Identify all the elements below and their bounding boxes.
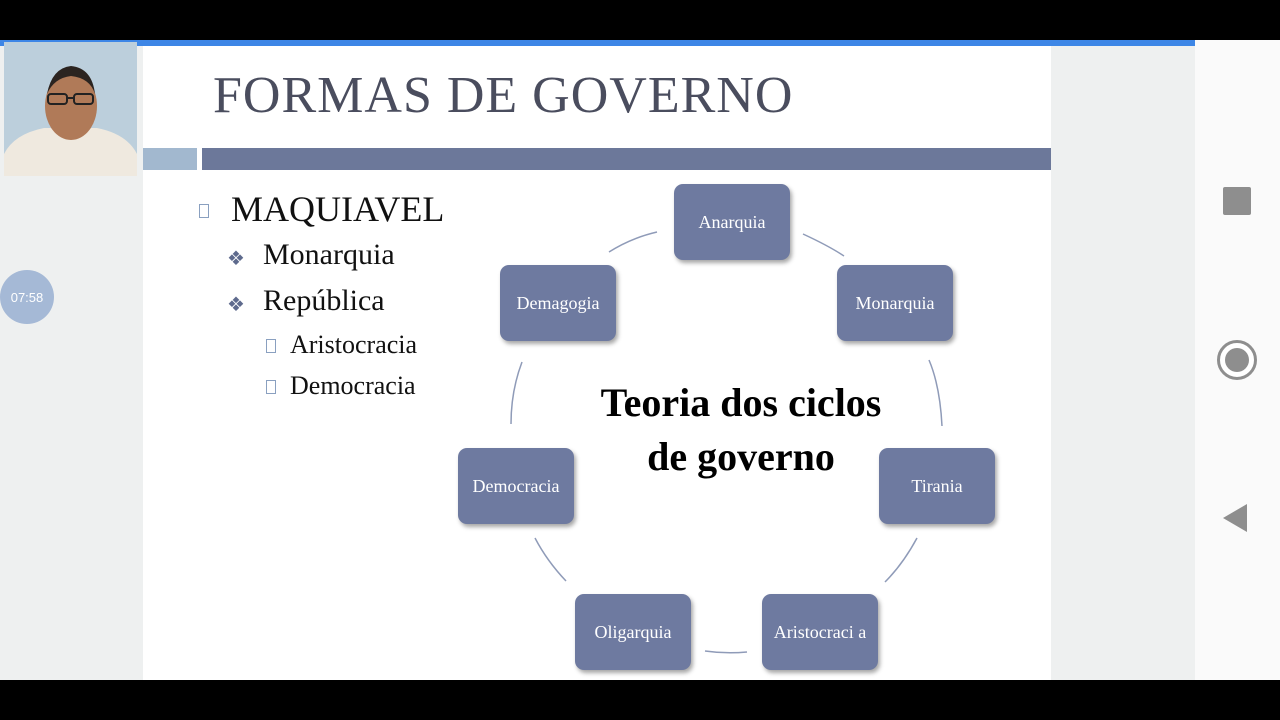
bullet-square-icon [266,380,276,399]
bullet-square-icon [266,339,276,358]
bullet-square-icon [199,204,209,223]
top-accent-line [0,40,1195,46]
back-triangle-icon[interactable] [1223,504,1247,532]
title-underline-bar [202,148,1051,170]
square-stop-icon[interactable] [1223,187,1251,215]
title-underline-small [143,148,197,170]
bottom-black-bar [0,680,1280,720]
diagram-center-title: Teoria dos ciclos de governo [571,376,911,484]
bullet-aristocracia: Aristocracia [290,330,418,359]
node-democracia: Democracia [458,448,574,524]
center-title-line1: Teoria dos ciclos [600,380,882,425]
connector-oligarquia-democracia [534,537,567,582]
node-monarquia: Monarquia [837,265,953,341]
node-anarquia: Anarquia [674,184,790,260]
connector-aristocracia-oligarquia [704,650,748,654]
record-circle-icon[interactable] [1217,340,1257,380]
node-tirania: Tirania [879,448,995,524]
diamond-bullet-icon: ❖ [227,294,245,316]
top-black-bar [0,0,1280,40]
connector-demagogia-anarquia [608,231,658,253]
slide-title: FORMAS DE GOVERNO [213,67,794,124]
connector-democracia-demagogia [510,361,523,425]
connector-tirania-aristocracia [884,537,918,583]
diamond-bullet-icon: ❖ [227,248,245,270]
bullet-maquiavel: MAQUIAVEL [231,189,445,229]
center-title-line2: de governo [647,434,835,479]
bullet-democracia: Democracia [290,371,416,400]
node-demagogia: Demagogia [500,265,616,341]
presenter-webcam [4,42,137,176]
slide: FORMAS DE GOVERNO MAQUIAVEL ❖ Monarquia … [143,46,1051,680]
connector-monarquia-tirania [928,359,943,427]
cycle-connectors [510,231,943,654]
bullet-monarquia: Monarquia [263,238,395,271]
node-aristocracia: Aristocraci a [762,594,878,670]
connector-anarquia-monarquia [802,233,845,257]
android-nav-panel [1195,40,1280,680]
node-oligarquia: Oligarquia [575,594,691,670]
bullet-republica: República [263,284,385,317]
recording-timer[interactable]: 07:58 [0,270,54,324]
